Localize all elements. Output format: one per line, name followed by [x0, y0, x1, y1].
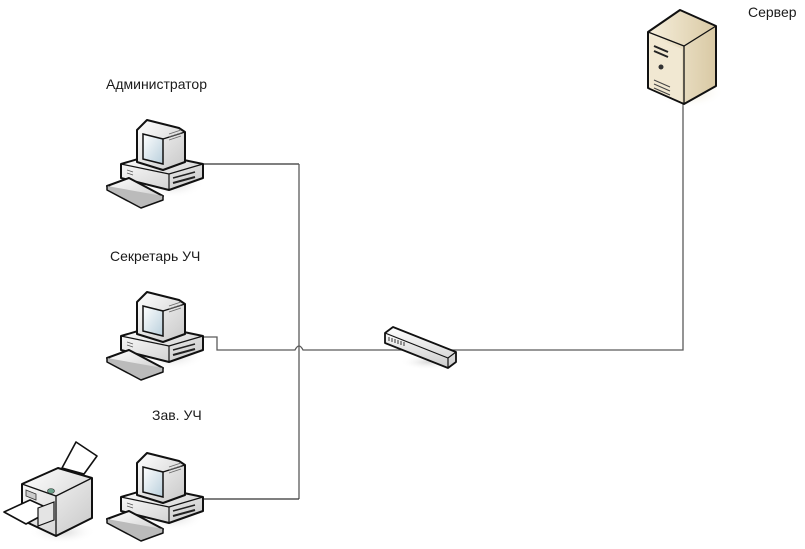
secretary-label: Секретарь УЧ: [110, 248, 200, 264]
printer-icon: [3, 441, 98, 544]
workstation-head[interactable]: Зав. УЧ: [106, 407, 206, 542]
switch-icon: [384, 326, 457, 370]
head-label: Зав. УЧ: [152, 407, 202, 423]
wire-secretary: [200, 336, 420, 351]
workstation-icon: [106, 291, 206, 381]
printer-node[interactable]: [3, 441, 98, 544]
workstation-admin[interactable]: Администратор: [106, 76, 207, 209]
server-icon: [647, 9, 717, 105]
server-node[interactable]: Сервер: [647, 4, 797, 108]
connections: [200, 103, 684, 500]
workstation-secretary[interactable]: Секретарь УЧ: [106, 248, 206, 381]
admin-label: Администратор: [106, 76, 207, 92]
wire-server: [420, 103, 684, 351]
workstation-icon: [106, 452, 206, 542]
workstation-icon: [106, 119, 206, 209]
server-label: Сервер: [748, 4, 797, 20]
switch-node[interactable]: [384, 326, 457, 370]
